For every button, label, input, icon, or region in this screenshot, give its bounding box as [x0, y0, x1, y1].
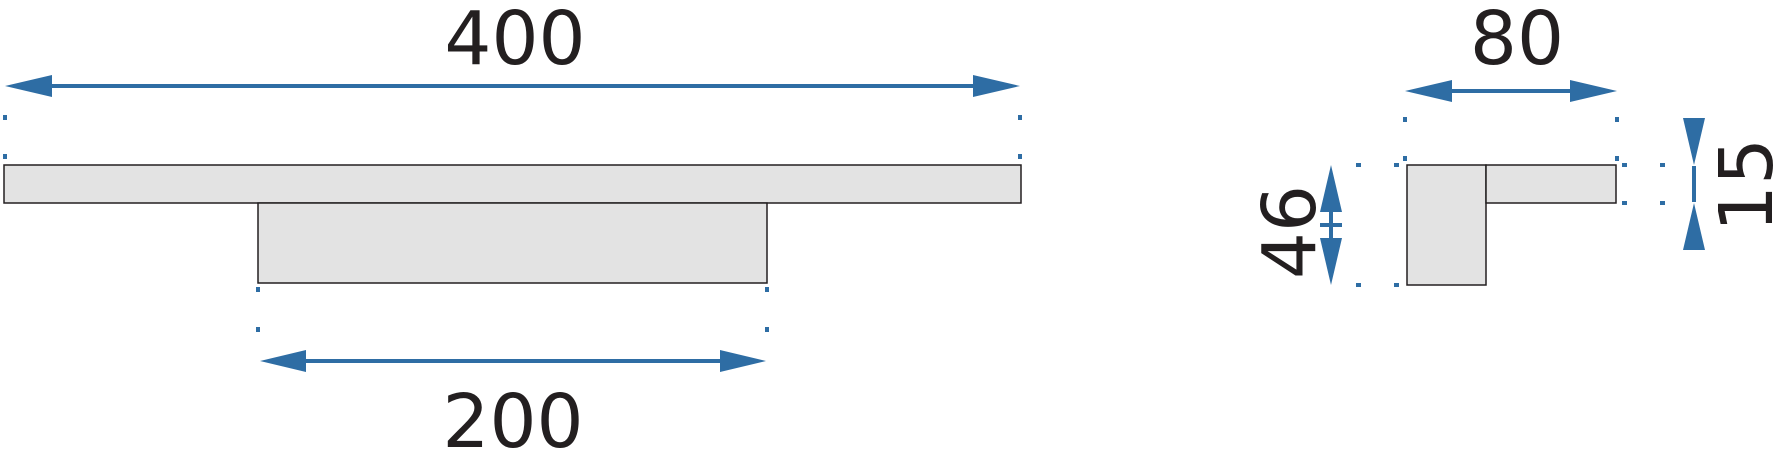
base-width-guide-marks — [256, 287, 769, 332]
lamp-bar — [3, 164, 1022, 204]
side-bar-section — [1485, 164, 1617, 204]
depth-guide-marks — [1403, 117, 1619, 161]
base-width-dimension-line — [260, 350, 766, 372]
thickness-label: 15 — [1704, 138, 1782, 232]
base-width-label: 200 — [442, 379, 583, 450]
depth-dimension-line — [1405, 80, 1617, 102]
height-label: 46 — [1247, 185, 1333, 279]
thickness-guide-marks — [1622, 163, 1665, 205]
lamp-base — [257, 202, 768, 284]
front-view: 400 200 — [3, 0, 1022, 450]
overall-width-guide-marks — [3, 115, 1022, 159]
side-view: 80 46 — [1247, 0, 1782, 287]
thickness-dimension-line — [1683, 118, 1705, 250]
height-guide-marks — [1356, 163, 1399, 287]
overall-width-dimension-line — [5, 75, 1020, 97]
height-dimension-line — [1320, 165, 1342, 285]
depth-label: 80 — [1470, 0, 1564, 82]
side-base-block — [1406, 164, 1487, 286]
overall-width-label: 400 — [444, 0, 585, 82]
